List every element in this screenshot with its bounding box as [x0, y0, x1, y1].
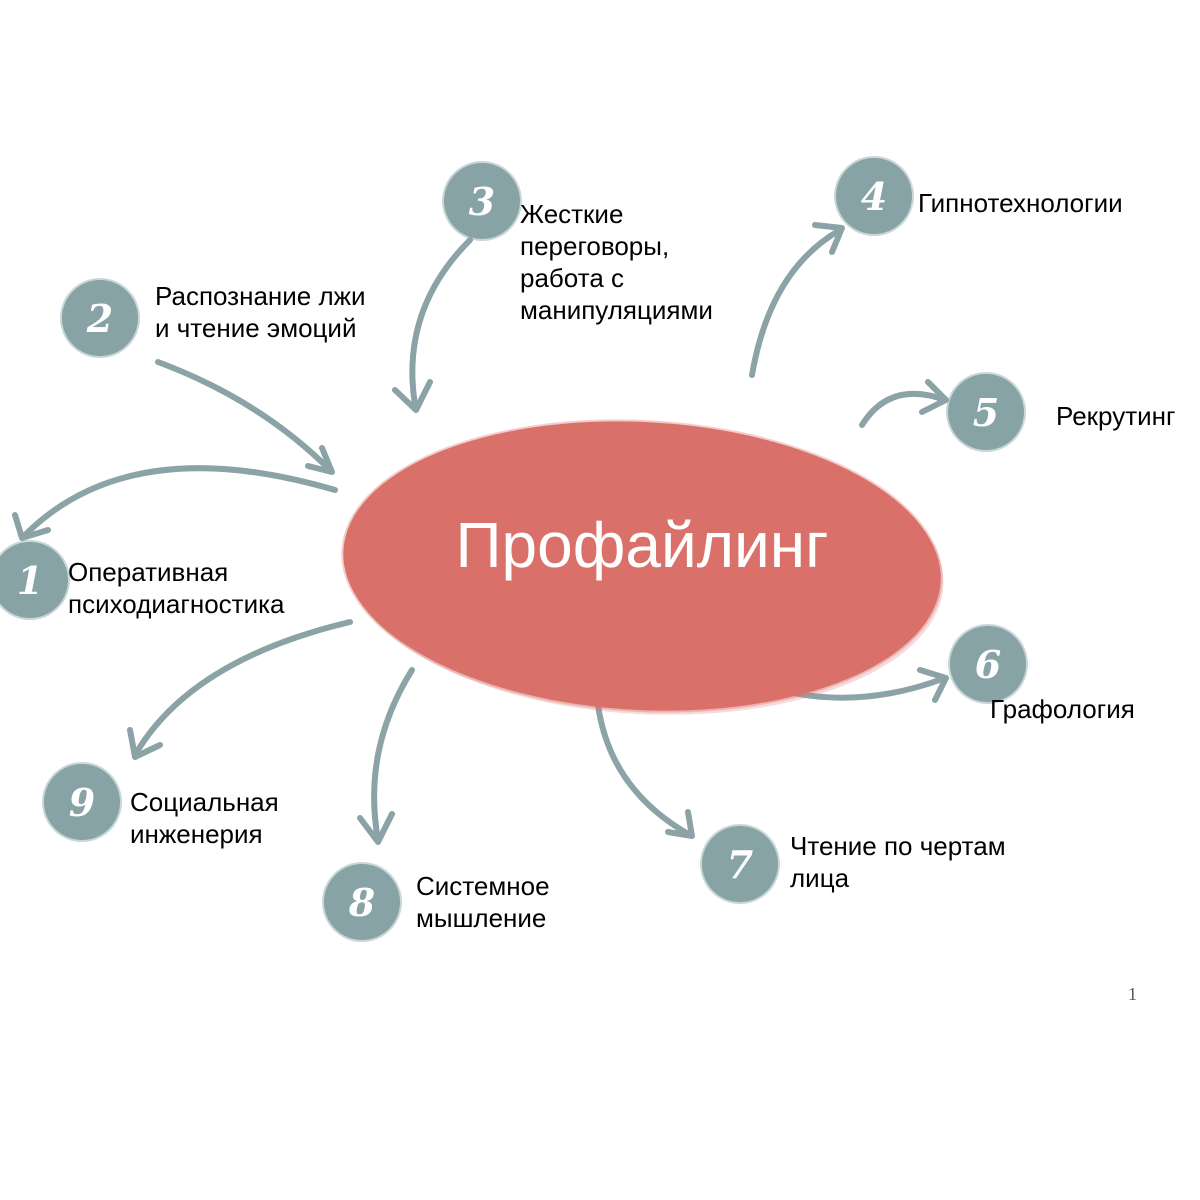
node-number: 9 [68, 779, 96, 825]
arrow-center-to-7 [595, 702, 693, 838]
label-line: лица [790, 863, 850, 893]
node-3-badge: 3 [444, 163, 520, 239]
arrow-center-to-5 [859, 390, 948, 428]
label-line: переговоры, [520, 231, 670, 261]
label-line: Социальная [130, 787, 279, 817]
node-7-label: Чтение по чертам лица [790, 830, 1006, 894]
node-number: 3 [468, 178, 496, 224]
node-9-label: Социальная инженерия [130, 786, 279, 850]
label-line: и чтение эмоций [155, 313, 357, 343]
center-title: Профайлинг [455, 509, 829, 581]
node-number: 1 [16, 557, 44, 603]
label-line: психодиагностика [68, 589, 285, 619]
node-number: 8 [348, 879, 376, 925]
label-line: Гипнотехнологии [918, 188, 1123, 218]
node-2-label: Распознание лжи и чтение эмоций [155, 280, 366, 344]
page-number: 1 [1128, 984, 1137, 1004]
node-9-badge: 9 [44, 764, 120, 840]
label-line: манипуляциями [520, 295, 713, 325]
node-6-badge: 6 [950, 626, 1026, 702]
arrow-center-to-8 [371, 667, 415, 843]
label-line: инженерия [130, 819, 263, 849]
label-line: мышление [416, 903, 547, 933]
arrow-center-to-9 [132, 619, 353, 758]
node-number: 6 [974, 641, 1002, 687]
node-1-badge: 1 [0, 542, 68, 618]
label-line: Графология [990, 694, 1135, 724]
arrow-center-to-4 [749, 227, 843, 378]
label-line: Рекрутинг [1056, 401, 1176, 431]
node-number: 4 [860, 173, 888, 219]
arrow-2-to-center [155, 359, 333, 473]
arrow-3-to-center [409, 237, 473, 408]
label-line: работа с [520, 263, 624, 293]
node-number: 2 [86, 295, 114, 341]
label-line: Жесткие [520, 199, 624, 229]
label-line: Чтение по чертам [790, 831, 1006, 861]
label-line: Распознание лжи [155, 281, 366, 311]
node-4-label: Гипнотехнологии [918, 187, 1123, 219]
node-2-badge: 2 [62, 280, 138, 356]
node-1-label: Оперативная психодиагностика [68, 556, 285, 620]
node-5-label: Рекрутинг [1056, 400, 1175, 432]
node-number: 5 [972, 389, 1000, 435]
label-line: Системное [416, 871, 550, 901]
node-6-label: Графология [990, 693, 1135, 725]
label-line: Оперативная [68, 557, 229, 587]
node-number: 7 [726, 841, 754, 887]
node-4-badge: 4 [836, 158, 912, 234]
node-8-badge: 8 [324, 864, 400, 940]
node-8-label: Системное мышление [416, 870, 550, 934]
node-7-badge: 7 [702, 826, 778, 902]
arrow-center-to-1 [22, 465, 338, 538]
node-3-label: Жесткие переговоры, работа с манипуляция… [520, 198, 713, 326]
node-5-badge: 5 [948, 374, 1024, 450]
